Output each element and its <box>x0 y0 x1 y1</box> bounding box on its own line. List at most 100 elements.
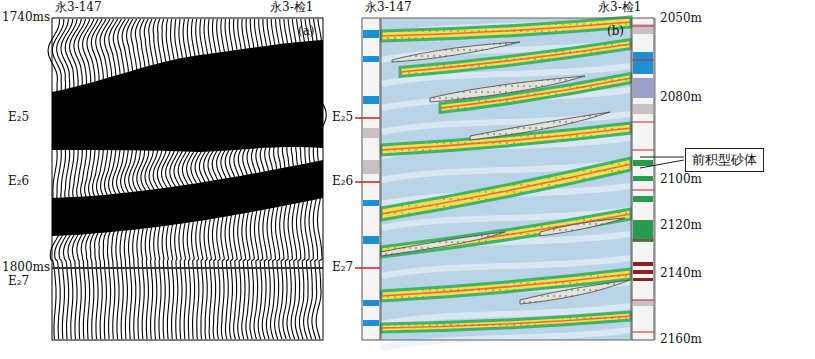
seismic-trace <box>191 19 202 339</box>
lithology-block <box>633 24 653 34</box>
depth-label: 2100m <box>660 173 702 186</box>
axis-label: 永3-147 <box>365 1 412 14</box>
lithology-block <box>363 300 379 306</box>
log-tick <box>632 332 654 333</box>
horizon-tick <box>355 181 380 183</box>
seismic-trace <box>133 19 145 339</box>
seismic-trace <box>182 19 193 339</box>
horizon-tick <box>355 117 380 119</box>
lithology-block <box>633 220 653 242</box>
lithology-block <box>633 196 653 202</box>
log-tick <box>632 300 654 301</box>
seismic-trace <box>137 19 149 339</box>
lithology-block <box>363 96 379 104</box>
well-column <box>632 18 654 340</box>
stripe-core <box>381 164 631 214</box>
depth-label: 2120m <box>660 219 702 232</box>
reflection-band <box>52 160 323 236</box>
seismic-trace <box>199 19 210 339</box>
lithology-block <box>633 160 653 166</box>
leader-line <box>640 157 684 158</box>
lithology-block <box>363 200 379 206</box>
leader-line <box>640 160 684 168</box>
seismic-trace <box>195 19 206 339</box>
panel-frame <box>52 18 323 340</box>
lithology-block <box>633 78 653 98</box>
callout-text: 前积型砂体 <box>692 152 757 167</box>
seismic-trace <box>178 19 189 339</box>
seismic-trace <box>113 19 125 339</box>
depth-label: 2140m <box>660 267 702 280</box>
axis-label: 永3-检1 <box>598 1 641 14</box>
log-tick <box>632 60 654 61</box>
seismic-trace <box>145 19 157 339</box>
lithology-block <box>633 176 653 181</box>
lithology-block <box>633 300 653 306</box>
sand-lens <box>381 232 505 256</box>
log-tick <box>632 190 654 191</box>
seismic-trace <box>117 19 129 339</box>
lithology-block <box>363 320 379 326</box>
depth-label: 2050m <box>660 12 702 25</box>
axis-label: E₂6 <box>332 175 353 188</box>
seismic-trace <box>315 19 327 339</box>
time-line <box>52 267 323 269</box>
lithology-block <box>633 262 653 266</box>
lithology-block <box>363 160 379 174</box>
sand-stripe <box>381 158 631 220</box>
panel-tag: (b) <box>607 25 624 38</box>
depth-axis <box>655 18 656 340</box>
lithology-block <box>633 52 653 74</box>
sand-stripe <box>381 123 631 155</box>
sand-stripe <box>381 17 631 41</box>
depth-label: 2080m <box>660 91 702 104</box>
sand-stripe <box>381 209 631 257</box>
stripe-core <box>381 22 631 36</box>
lithology-block <box>363 236 379 244</box>
seismic-trace <box>187 19 198 339</box>
log-tick <box>632 26 654 27</box>
seismic-trace <box>125 19 137 339</box>
axis-label: E₂5 <box>332 111 353 124</box>
axis-label: 永3-检1 <box>270 1 313 14</box>
seismic-trace <box>149 19 161 339</box>
seismic-trace <box>208 19 220 339</box>
lithology-block <box>363 56 379 62</box>
lithology-block <box>633 270 653 274</box>
panel-frame <box>381 18 631 340</box>
lithology-block <box>363 128 379 138</box>
lithology-block <box>633 278 653 281</box>
axis-label: E₂6 <box>8 175 29 188</box>
axis-label: E₂7 <box>332 261 353 274</box>
stripe-core <box>381 316 631 328</box>
log-tick <box>632 240 654 241</box>
axis-label: 永3-147 <box>55 1 102 14</box>
axis-label: 1740ms <box>2 11 50 24</box>
sand-lens <box>470 112 610 140</box>
sand-stripe <box>381 312 631 332</box>
lithology-block <box>363 30 379 38</box>
panel-tag: (a) <box>298 25 315 38</box>
well-column <box>362 18 380 340</box>
log-tick <box>632 150 654 151</box>
horizon-tick <box>355 267 380 269</box>
seismic-trace <box>204 19 216 339</box>
seismic-trace <box>174 19 185 339</box>
seismic-trace <box>129 19 141 339</box>
axis-label: E₂5 <box>8 111 29 124</box>
lithology-block <box>633 104 653 114</box>
seismic-trace <box>121 19 133 339</box>
seismic-trace <box>311 19 323 339</box>
sand-lens <box>430 76 585 102</box>
sand-lens <box>520 280 630 304</box>
section-ground <box>381 18 631 340</box>
sand-lens <box>540 218 625 236</box>
callout-box: 前积型砂体 <box>685 148 764 172</box>
depth-label: 2160m <box>660 333 702 346</box>
log-tick <box>632 122 654 123</box>
sand-lens <box>392 42 520 62</box>
seismic-trace <box>170 19 181 339</box>
axis-label: E₂7 <box>8 275 29 288</box>
axis-label: 1800ms <box>2 261 50 274</box>
